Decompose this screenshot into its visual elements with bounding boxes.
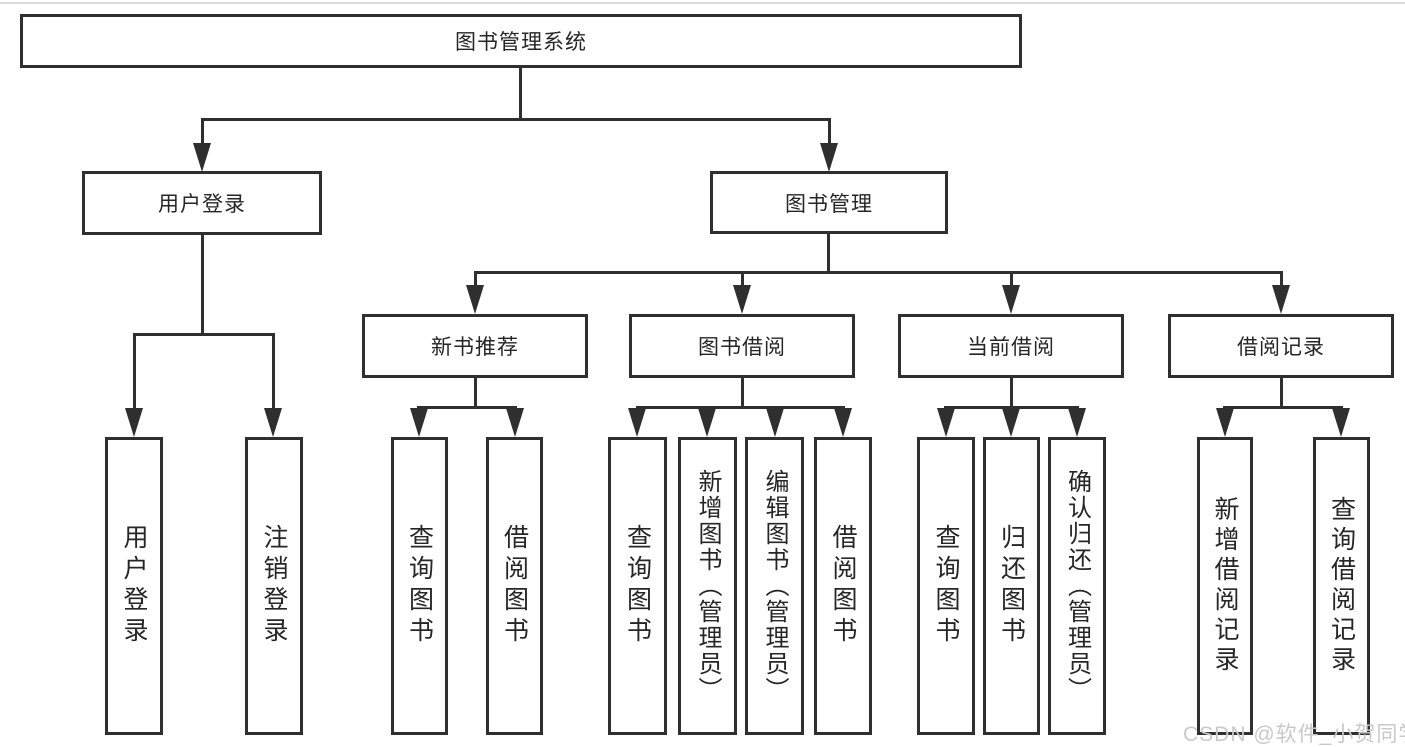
connector-line [201, 118, 831, 121]
connector-line [636, 406, 845, 409]
connector-line [1010, 271, 1013, 288]
arrowhead-down-icon [466, 285, 484, 314]
connector-line [828, 118, 831, 146]
arrowhead-down-icon [410, 408, 428, 437]
leaf-query-book: 查询图书 [608, 437, 667, 735]
csdn-watermark: CSDN @软件_小贺同学 [1183, 723, 1405, 746]
leaf-query-book: 查询图书 [391, 437, 448, 735]
arrowhead-down-icon [937, 408, 955, 437]
node-root-system: 图书管理系统 [20, 14, 1022, 68]
arrowhead-down-icon [820, 143, 838, 172]
arrowhead-down-icon [506, 408, 524, 437]
connector-line [201, 234, 204, 335]
leaf-query-borrow-record: 查询借阅记录 [1313, 437, 1370, 735]
arrowhead-down-icon [193, 143, 211, 172]
node-book-management: 图书管理 [710, 171, 948, 234]
arrowhead-down-icon [766, 408, 784, 437]
node-borrow-records: 借阅记录 [1168, 314, 1394, 378]
arrowhead-down-icon [834, 408, 852, 437]
connector-line [1280, 377, 1283, 408]
connector-line [1010, 377, 1013, 408]
arrowhead-down-icon [1068, 408, 1086, 437]
arrowhead-down-icon [125, 408, 143, 437]
node-user-login: 用户登录 [82, 171, 322, 235]
arrowhead-down-icon [733, 285, 751, 314]
node-current-borrow: 当前借阅 [898, 314, 1124, 378]
connector-line [741, 271, 744, 288]
arrowhead-down-icon [628, 408, 646, 437]
connector-line [272, 333, 275, 411]
leaf-edit-book-admin: 编辑图书（管理员） [745, 437, 804, 735]
leaf-confirm-return-admin: 确认归还（管理员） [1048, 437, 1106, 735]
arrowhead-down-icon [1002, 285, 1020, 314]
connector-line [1223, 406, 1343, 409]
connector-line [474, 271, 1283, 274]
arrowhead-down-icon [698, 408, 716, 437]
leaf-query-book: 查询图书 [917, 437, 975, 735]
arrowhead-down-icon [1216, 408, 1234, 437]
top-divider [0, 2, 1405, 4]
node-book-borrow: 图书借阅 [629, 314, 855, 378]
connector-line [474, 271, 477, 288]
leaf-add-book-admin: 新增图书（管理员） [678, 437, 737, 735]
leaf-add-borrow-record: 新增借阅记录 [1197, 437, 1253, 735]
leaf-borrow-book: 借阅图书 [814, 437, 872, 735]
arrowhead-down-icon [1272, 285, 1290, 314]
connector-line [474, 377, 477, 408]
leaf-user-login: 用户登录 [105, 437, 163, 735]
arrowhead-down-icon [264, 408, 282, 437]
connector-line [944, 406, 1079, 409]
arrowhead-down-icon [1332, 408, 1350, 437]
connector-line [201, 118, 204, 146]
connector-line [133, 333, 275, 336]
arrowhead-down-icon [1002, 408, 1020, 437]
connector-line [741, 377, 744, 408]
connector-line [519, 67, 522, 120]
leaf-logout: 注销登录 [245, 437, 303, 735]
connector-line [133, 333, 136, 411]
leaf-borrow-book: 借阅图书 [486, 437, 543, 735]
node-new-book-recommend: 新书推荐 [362, 314, 588, 378]
connector-line [417, 406, 517, 409]
leaf-return-book: 归还图书 [983, 437, 1040, 735]
connector-line [827, 233, 830, 273]
connector-line [1280, 271, 1283, 288]
